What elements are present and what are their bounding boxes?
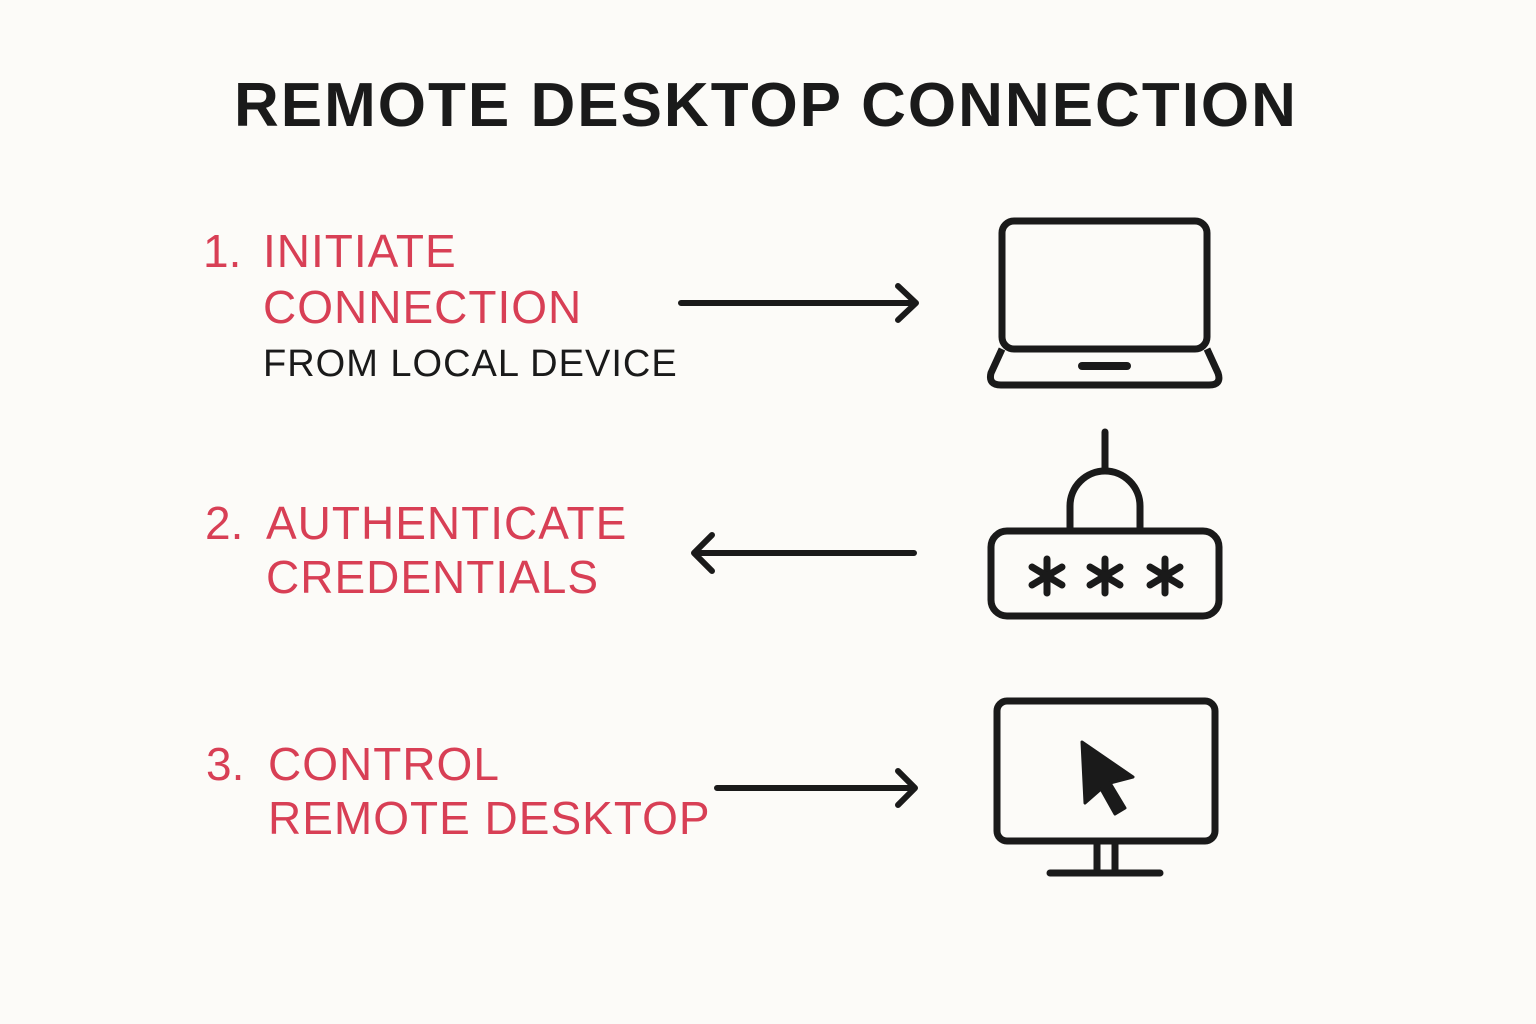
step-3-number: 3. — [206, 738, 245, 790]
laptop-icon — [987, 217, 1223, 389]
step-2-title-line-2: CREDENTIALS — [266, 551, 600, 603]
step-1-subtitle: FROM LOCAL DEVICE — [263, 343, 678, 385]
step-3-title-line-2: REMOTE DESKTOP — [268, 792, 711, 844]
arrow-right-icon — [714, 768, 918, 808]
step-1-number: 1. — [203, 225, 242, 277]
step-2-title-line-1: AUTHENTICATE — [266, 497, 628, 549]
monitor-cursor-icon — [993, 697, 1219, 877]
asterisks — [1028, 555, 1184, 597]
step-1-title-line-1: INITIATE — [263, 225, 457, 277]
step-3-title-line-1: CONTROL — [268, 738, 500, 790]
arrow-left-icon — [691, 532, 917, 574]
arrow-right-icon — [678, 283, 919, 323]
step-1-title-line-2: CONNECTION — [263, 281, 583, 333]
diagram-title: REMOTE DESKTOP CONNECTION — [234, 71, 1298, 140]
password-lock-icon — [987, 428, 1223, 620]
cursor-icon — [1080, 740, 1135, 816]
step-2-number: 2. — [205, 497, 244, 549]
